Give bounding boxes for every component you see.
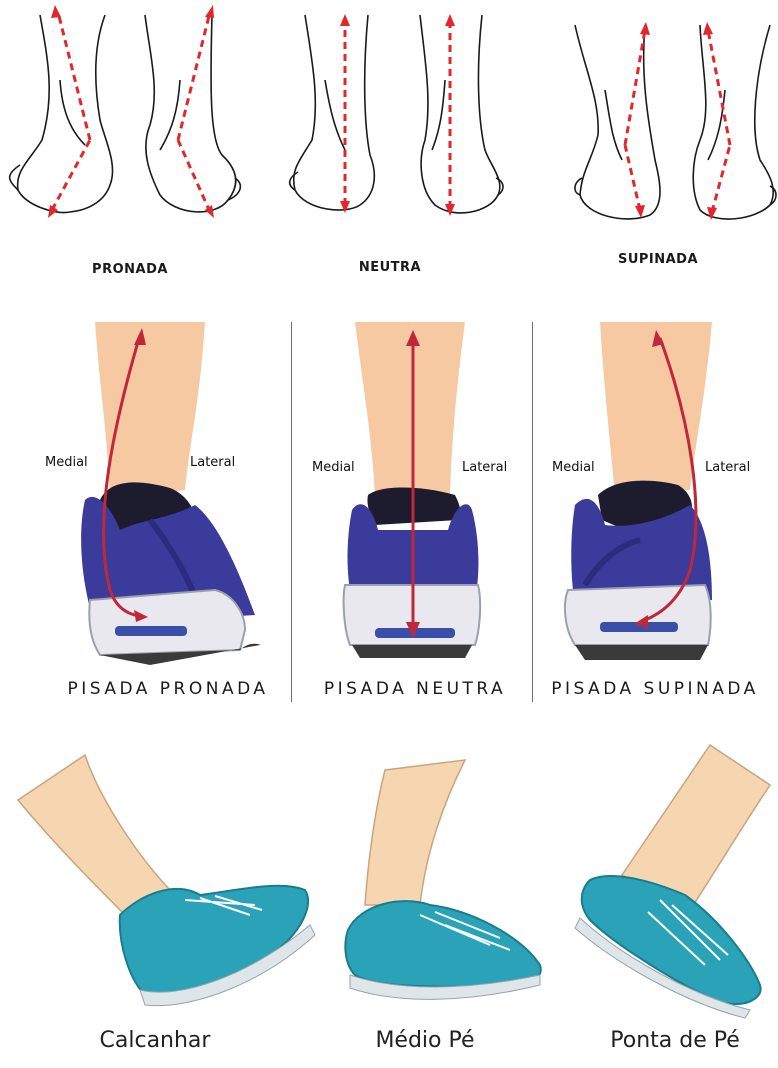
label-calcanhar: Calcanhar [80,1028,230,1053]
label-medio-pe: Médio Pé [350,1028,500,1053]
label-ponta-de-pe: Ponta de Pé [590,1028,760,1053]
